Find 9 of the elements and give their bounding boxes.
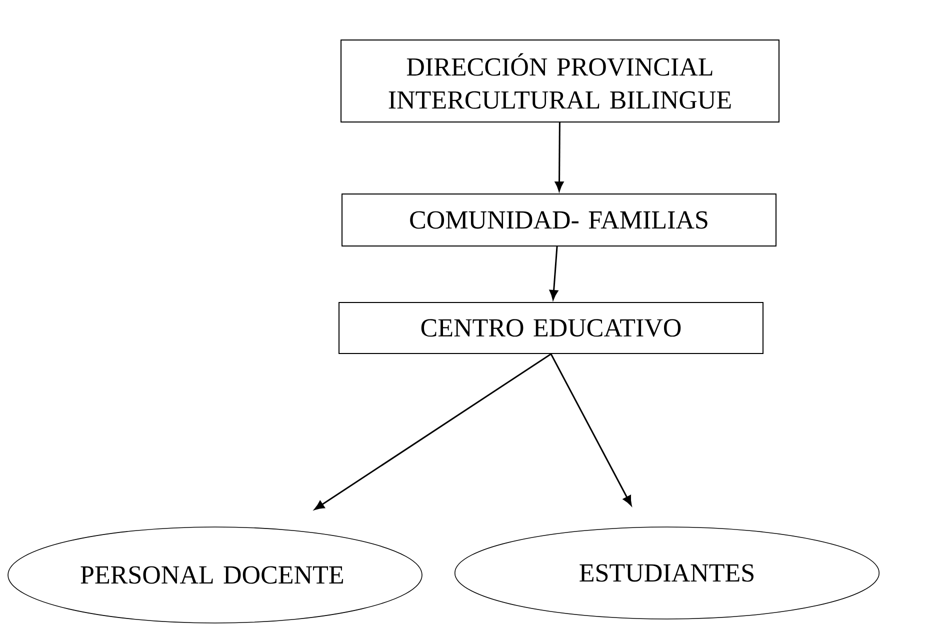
arrow [550, 354, 632, 506]
process-box: CENTRO EDUCATIVO [338, 302, 764, 354]
arrow [554, 122, 564, 192]
arrow [314, 353, 552, 510]
ellipse-node: ESTUDIANTES [454, 526, 880, 620]
process-box: DIRECCIÓN PROVINCIAL INTERCULTURAL BILINGUE [340, 40, 780, 122]
arrow [549, 246, 558, 300]
ellipse-node: PERSONAL DOCENTE [8, 526, 422, 624]
process-box: COMUNIDAD- FAMILIAS [342, 194, 776, 246]
